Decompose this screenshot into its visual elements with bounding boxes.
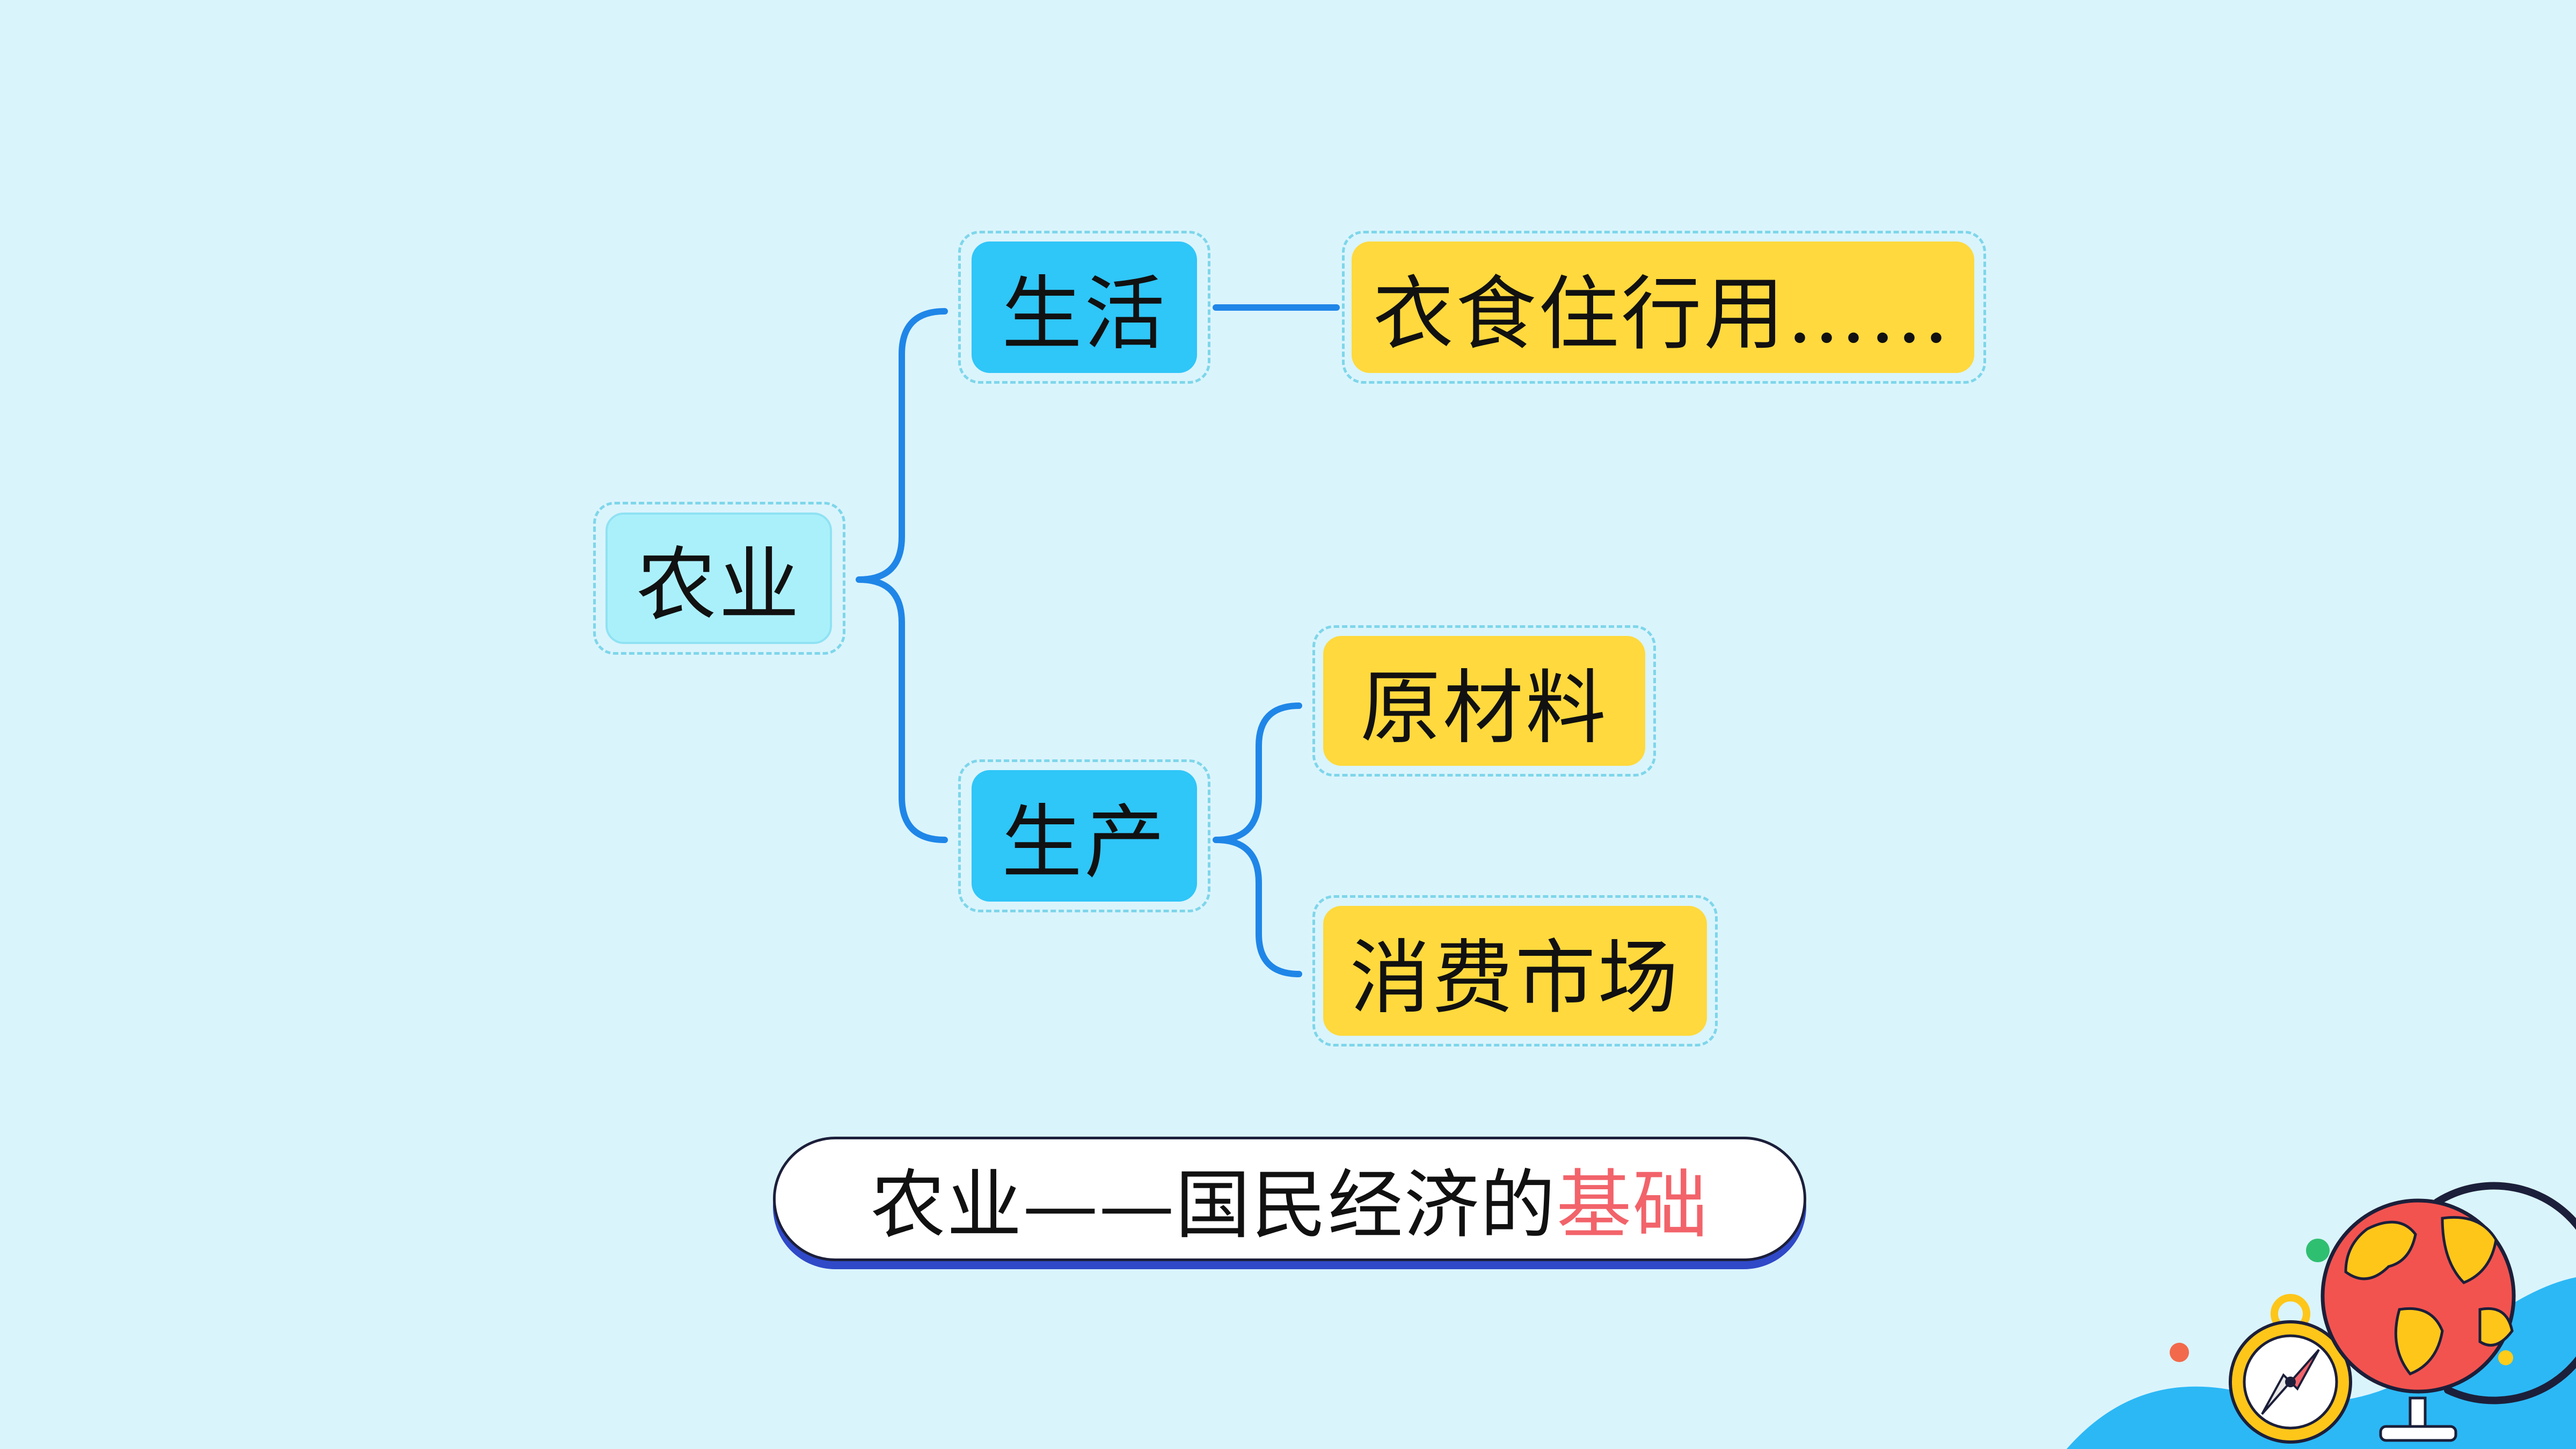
dot-orange: [2170, 1343, 2189, 1362]
branch-production-frame: [958, 759, 1210, 912]
root-node: 农业: [605, 513, 832, 644]
compass-icon: [2229, 1294, 2352, 1444]
link-root-to-branches: [856, 308, 948, 843]
banner-text-main: 农业——国民经济的: [870, 1162, 1557, 1249]
dot-yellow: [2498, 1350, 2513, 1365]
leaf-life-frame: [1342, 231, 1986, 384]
link-production-to-leaves: [1213, 702, 1302, 977]
branch-production-node: 生产: [972, 770, 1197, 902]
blue-hill-shape: [2067, 1277, 2576, 1449]
leaf-consumer-market-frame: [1312, 895, 1718, 1046]
branch-life-node: 生活: [972, 241, 1197, 373]
leaf-raw-material-node: 原材料: [1323, 636, 1645, 766]
leaf-life-node: 衣食住行用……: [1352, 241, 1974, 373]
banner-text-accent: 基础: [1556, 1162, 1709, 1249]
dot-green: [2306, 1239, 2330, 1262]
conclusion-banner: 农业——国民经济的基础: [773, 1137, 1806, 1261]
globe-icon: [2320, 1182, 2576, 1442]
leaf-consumer-market-node: 消费市场: [1323, 906, 1707, 1036]
branch-life-frame: [958, 231, 1210, 384]
leaf-raw-material-frame: [1312, 625, 1656, 777]
root-node-frame: [593, 502, 845, 655]
corner-decoration: [2067, 1182, 2576, 1449]
